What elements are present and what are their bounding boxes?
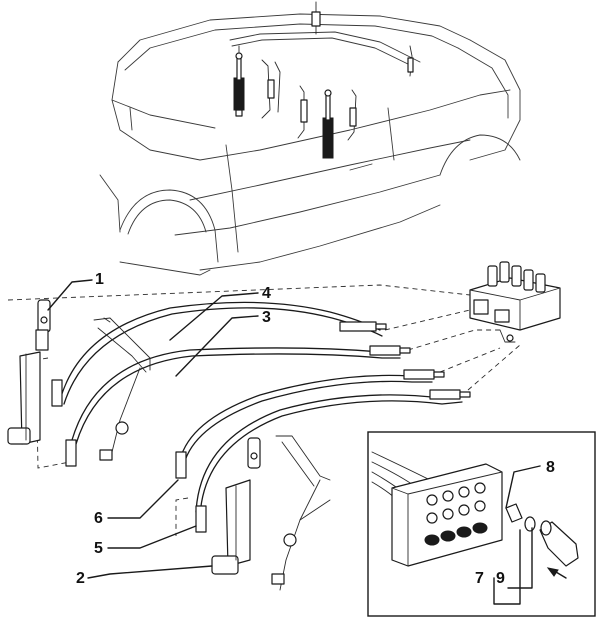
hydraulic-pump-block-icon [469,261,561,343]
detail-inset-box [367,431,596,617]
car-cylinder-left-icon [233,45,245,117]
callout-label-7: 7 [475,570,484,587]
callout-label-5: 5 [94,540,103,557]
callout-leaders [47,279,541,605]
right-linkage-bracket-icon [271,435,331,591]
callout-label-4: 4 [262,285,271,302]
direction-arrow-icon [546,567,567,579]
callout-label-9: 9 [496,570,505,587]
callout-label-3: 3 [262,309,271,326]
hydraulic-cylinder-right-icon [211,437,261,575]
car-cylinder-right-icon [322,89,334,159]
callout-label-8: 8 [546,459,555,476]
hydraulic-cylinder-left-icon [7,299,51,445]
convertible-car-outline-icon [99,13,521,276]
hydraulic-hoses [51,301,471,533]
car-hinge-links-icon [261,1,414,141]
callout-label-6: 6 [94,510,103,527]
left-linkage-bracket-icon [93,317,151,461]
callout-label-2: 2 [76,570,85,587]
callout-label-1: 1 [95,271,104,288]
